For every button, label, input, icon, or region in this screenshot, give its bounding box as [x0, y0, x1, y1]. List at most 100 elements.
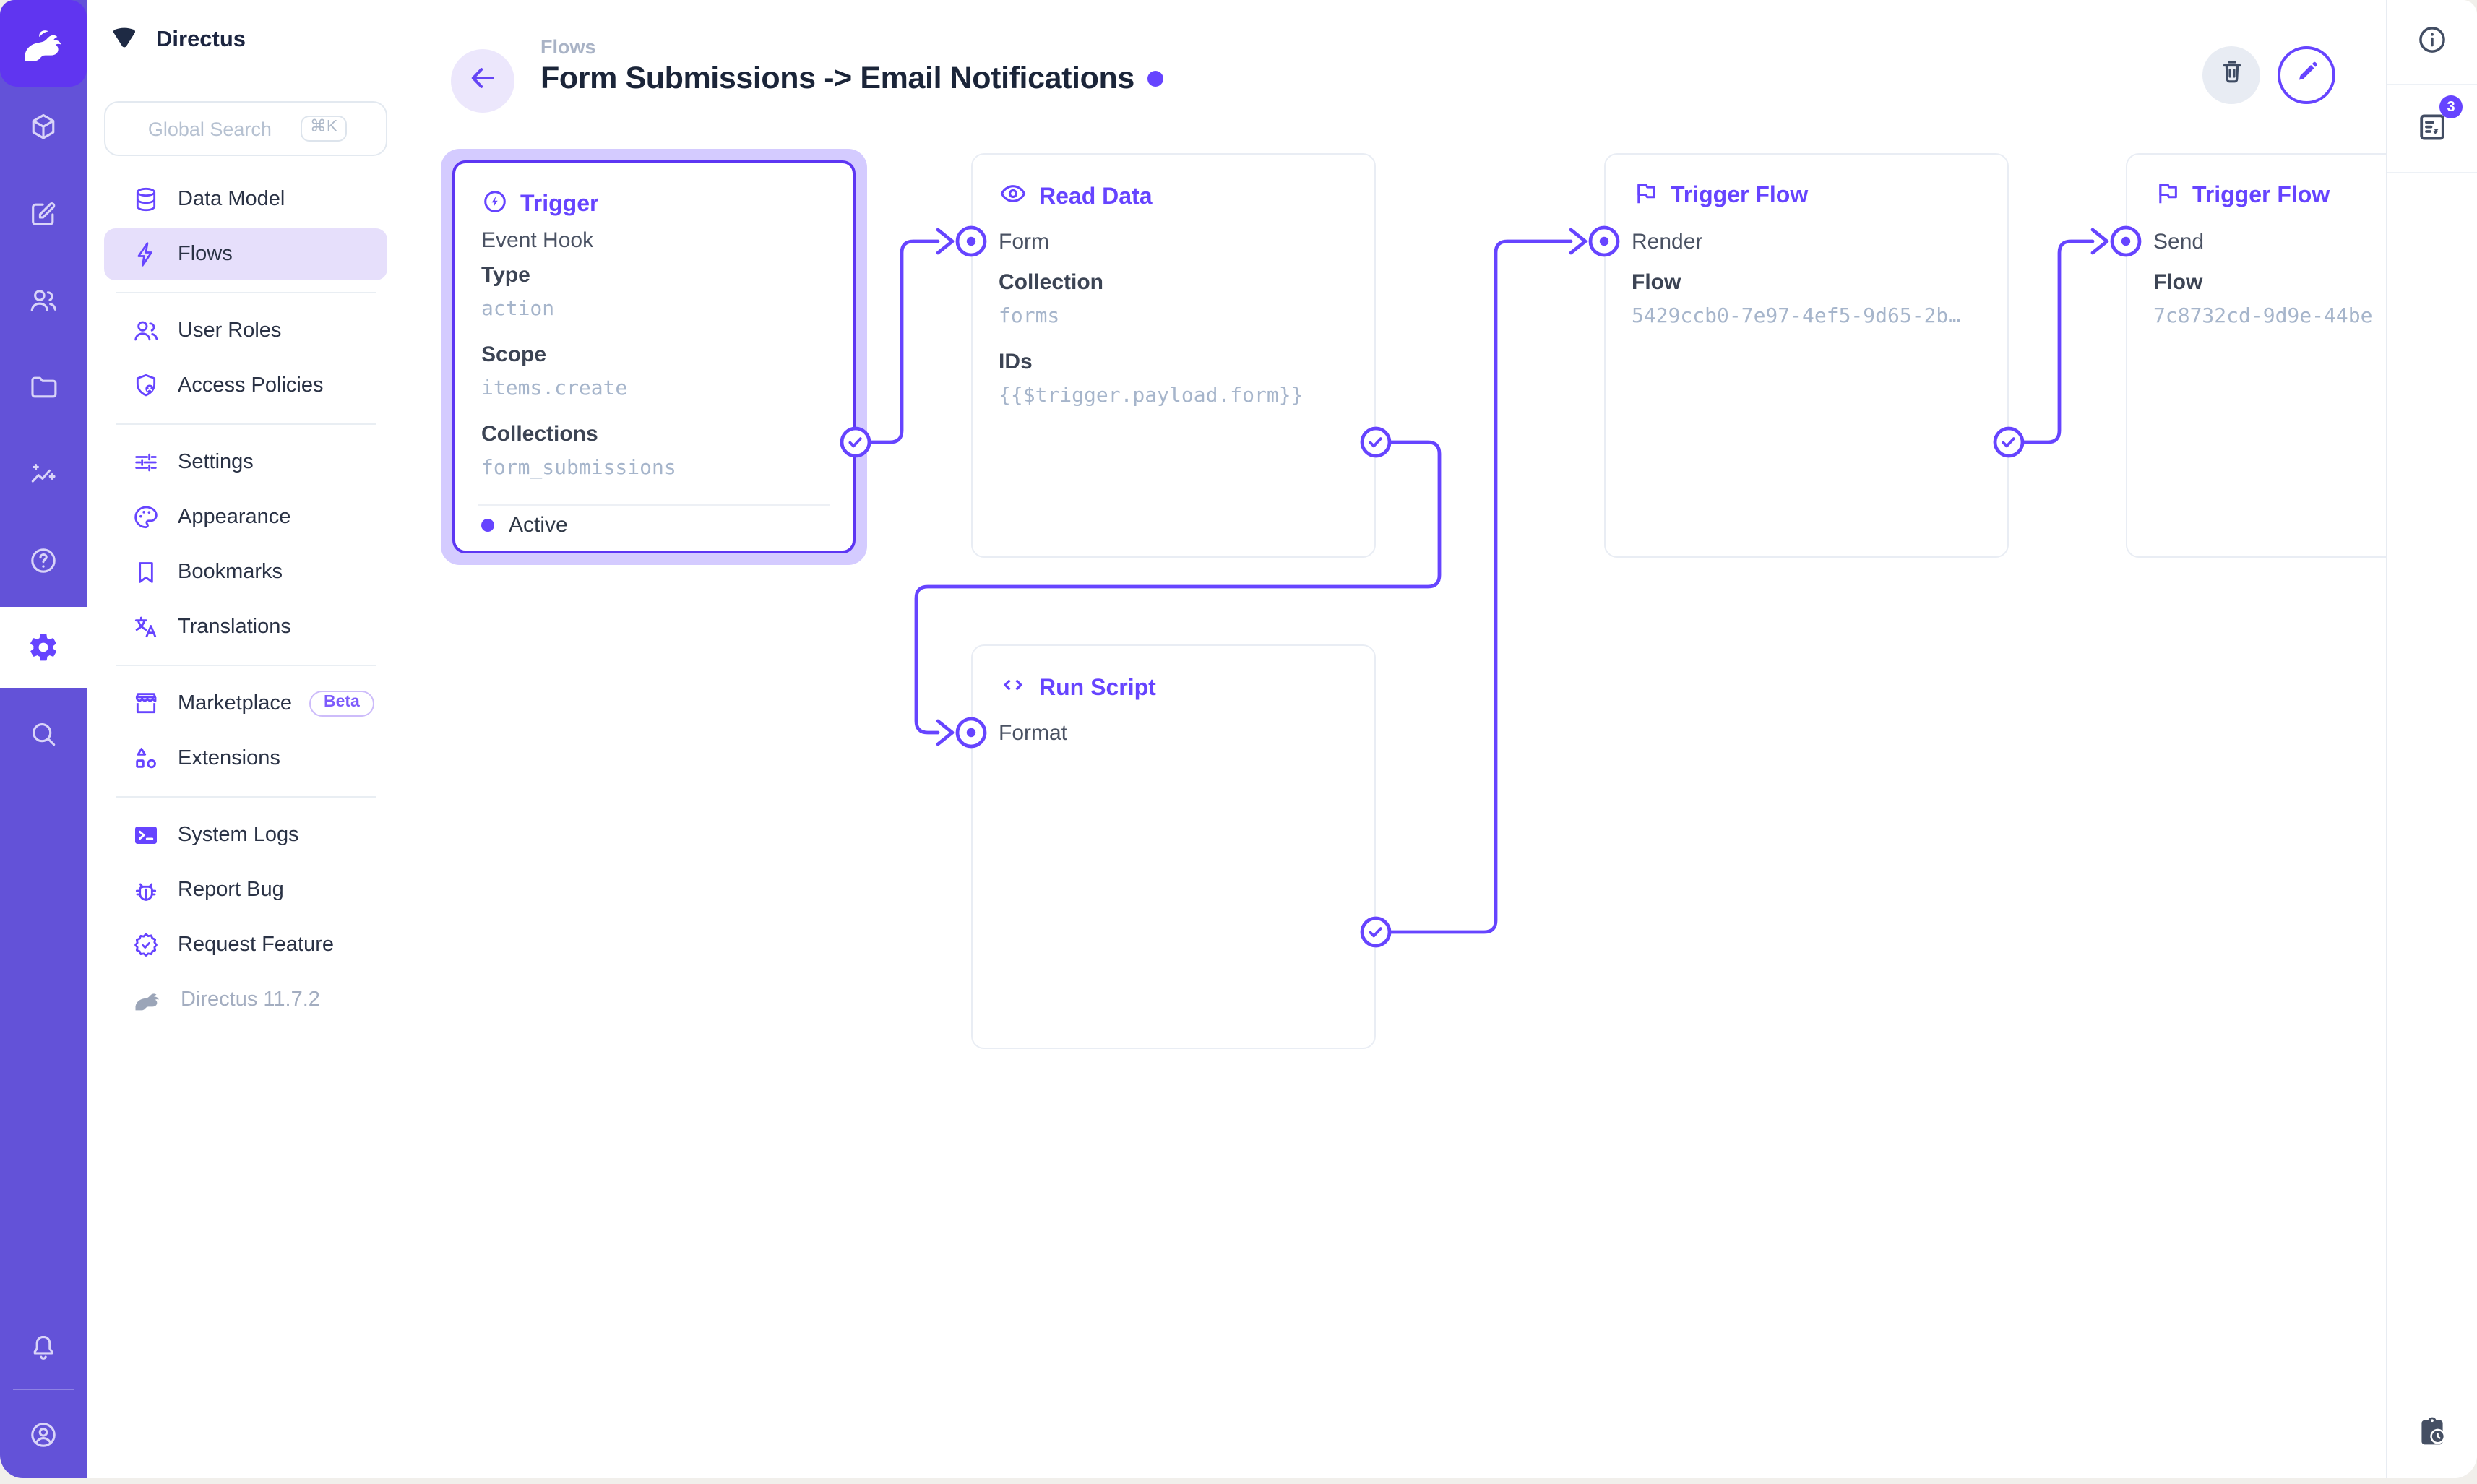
- sidebar-item-label: System Logs: [178, 824, 299, 847]
- breadcrumb[interactable]: Flows: [540, 36, 596, 58]
- trigger-kind: Event Hook: [481, 228, 594, 253]
- module-help[interactable]: [0, 520, 87, 601]
- module-files[interactable]: [0, 347, 87, 428]
- trigger-flow-render-node[interactable]: Trigger Flow Render Flow 5429ccb0-7e97-4…: [1604, 153, 2009, 558]
- field-value: action: [481, 298, 555, 321]
- divider: [116, 292, 376, 293]
- read-data-output-connector[interactable]: [1360, 426, 1392, 458]
- field-value: items.create: [481, 377, 628, 400]
- field-label: Collections: [481, 422, 598, 447]
- tune-icon: [132, 448, 160, 477]
- notifications-button[interactable]: [0, 1308, 87, 1389]
- sidebar-item-label: Extensions: [178, 747, 280, 770]
- field-value: 5429ccb0-7e97-4ef5-9d65-2b…: [1632, 305, 1961, 328]
- run-script-output-connector[interactable]: [1360, 916, 1392, 948]
- badge-check-icon: [132, 931, 160, 959]
- node-title: Trigger Flow: [1671, 184, 1809, 208]
- code-icon: [999, 670, 1028, 707]
- sidebar-item-report-bug[interactable]: Report Bug: [104, 864, 387, 916]
- project-logo-icon: [107, 20, 142, 61]
- info-icon: [2416, 27, 2449, 62]
- sidebar-item-label: Marketplace: [178, 692, 292, 715]
- logs-sidebar-button[interactable]: [2415, 110, 2450, 152]
- right-sidebar: 3: [2386, 0, 2477, 1478]
- node-title: Trigger: [520, 192, 599, 217]
- field-value: forms: [999, 305, 1060, 328]
- arrow-left-icon: [467, 61, 499, 100]
- edit-flow-button[interactable]: [2278, 46, 2335, 104]
- module-content[interactable]: [0, 87, 87, 168]
- global-search[interactable]: ⌘K: [104, 101, 387, 156]
- delete-flow-button[interactable]: [2202, 46, 2260, 104]
- trigger-output-connector[interactable]: [840, 426, 871, 458]
- sidebar-item-extensions[interactable]: Extensions: [104, 733, 387, 785]
- page-title: Form Submissions -> Email Notifications: [540, 61, 1134, 95]
- module-users[interactable]: [0, 260, 87, 341]
- flag-icon: [2153, 179, 2181, 214]
- module-search[interactable]: [0, 694, 87, 775]
- storefront-icon: [132, 689, 160, 718]
- pending-revisions-button[interactable]: [2414, 1413, 2450, 1457]
- sidebar-item-data-model[interactable]: Data Model: [104, 173, 387, 225]
- node-name: Form: [999, 230, 1049, 254]
- sidebar-item-marketplace[interactable]: Marketplace Beta: [104, 678, 387, 730]
- run-script-input-connector[interactable]: [955, 717, 987, 749]
- project-name: Directus: [156, 27, 246, 52]
- read-data-node[interactable]: Read Data Form Collection forms IDs {{$t…: [971, 153, 1376, 558]
- read-data-input-connector[interactable]: [955, 225, 987, 257]
- logo-button[interactable]: [0, 0, 87, 87]
- sidebar-item-label: Report Bug: [178, 879, 284, 902]
- sidebar-item-settings[interactable]: Settings: [104, 436, 387, 488]
- render-input-connector[interactable]: [1588, 225, 1620, 257]
- sidebar-item-user-roles[interactable]: User Roles: [104, 305, 387, 357]
- field-label: Flow: [2153, 270, 2203, 295]
- sidebar-item-bookmarks[interactable]: Bookmarks: [104, 546, 387, 598]
- shield-user-icon: [132, 371, 160, 400]
- module-editor[interactable]: [0, 173, 87, 254]
- run-script-node[interactable]: Run Script Format: [971, 644, 1376, 1049]
- logs-badge: 3: [2439, 95, 2463, 118]
- profile-button[interactable]: [0, 1394, 87, 1475]
- translate-icon: [132, 613, 160, 642]
- status-label: Active: [509, 513, 568, 538]
- field-value: {{$trigger.payload.form}}: [999, 384, 1304, 407]
- divider: [478, 504, 830, 506]
- sidebar-item-access-policies[interactable]: Access Policies: [104, 360, 387, 412]
- trigger-node-header: Trigger: [481, 188, 598, 223]
- status-dot-icon: [481, 519, 494, 532]
- sidebar-item-system-logs[interactable]: System Logs: [104, 809, 387, 861]
- module-settings[interactable]: [0, 607, 87, 688]
- terminal-icon: [132, 821, 160, 850]
- send-input-connector[interactable]: [2110, 225, 2142, 257]
- trigger-status: Active: [481, 513, 568, 538]
- field-label: Collection: [999, 270, 1104, 295]
- info-sidebar-button[interactable]: [2416, 23, 2449, 64]
- divider: [2387, 84, 2477, 85]
- search-input[interactable]: [145, 116, 290, 141]
- back-button[interactable]: [451, 49, 514, 113]
- sidebar-item-appearance[interactable]: Appearance: [104, 491, 387, 543]
- sidebar-item-request-feature[interactable]: Request Feature: [104, 919, 387, 971]
- version-row: Directus 11.7.2: [104, 974, 387, 1026]
- users-icon: [132, 316, 160, 345]
- bolt-icon: [132, 240, 160, 269]
- flag-icon: [1632, 179, 1659, 214]
- field-label: Type: [481, 263, 530, 288]
- field-label: Scope: [481, 342, 547, 367]
- sidebar-item-label: Data Model: [178, 188, 285, 211]
- sidebar-item-flows[interactable]: Flows: [104, 228, 387, 280]
- module-insights[interactable]: [0, 433, 87, 514]
- node-name: Send: [2153, 230, 2205, 254]
- render-output-connector[interactable]: [1993, 426, 2025, 458]
- shapes-icon: [132, 744, 160, 773]
- node-title: Read Data: [1039, 184, 1153, 209]
- trigger-node[interactable]: Trigger Event Hook Type action Scope ite…: [452, 160, 856, 553]
- project-header[interactable]: Directus: [107, 17, 246, 64]
- node-title: Run Script: [1039, 676, 1156, 700]
- nav-sidebar: Directus ⌘K Data Model Flows User Roles …: [87, 0, 393, 1478]
- divider: [116, 796, 376, 798]
- sidebar-item-translations[interactable]: Translations: [104, 601, 387, 653]
